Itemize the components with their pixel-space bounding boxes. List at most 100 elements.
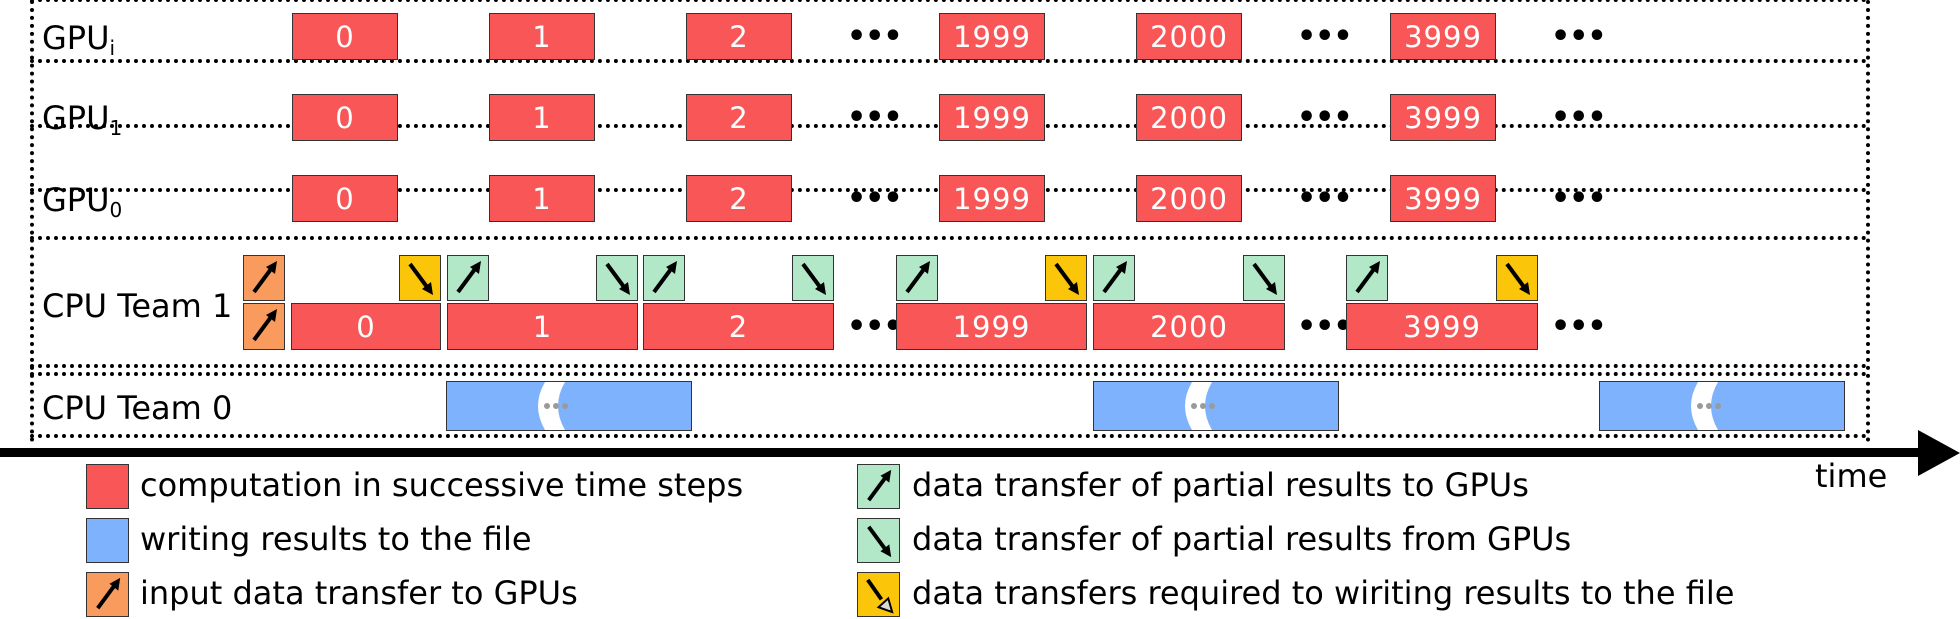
frame-right	[1866, 0, 1870, 442]
computation-step-1999: 1999	[939, 175, 1045, 222]
legend-swatch-from-gpus	[857, 518, 900, 563]
row-separator	[30, 0, 1868, 2]
computation-step-0: 0	[291, 303, 441, 350]
legend-swatch-computation	[86, 464, 129, 509]
time-axis-label: time	[1815, 457, 1888, 495]
computation-step-1: 1	[489, 175, 595, 222]
legend-label-computation: computation in successive time steps	[140, 466, 744, 504]
arrow-down-right-icon	[867, 525, 892, 558]
computation-step-0: 0	[292, 13, 398, 60]
legend-swatch-file-transfer	[857, 572, 900, 617]
ellipsis: •••	[1297, 309, 1353, 344]
row-separator	[30, 372, 1868, 376]
legend-swatch-writing	[86, 518, 129, 563]
file-write-bar	[1599, 381, 1845, 431]
computation-step-1: 1	[447, 303, 638, 350]
row-label-gpu-1: GPU1	[42, 99, 123, 140]
row-label-gpu-i: GPUi	[42, 19, 116, 60]
computation-step-2: 2	[686, 175, 792, 222]
file-write-bar	[1093, 381, 1339, 431]
to-gpus-transfer-box	[896, 255, 938, 301]
legend-label-file-transfer: data transfers required to wiriting resu…	[912, 574, 1735, 612]
ellipsis: •••	[1551, 181, 1607, 216]
file-write-bar	[446, 381, 692, 431]
row-separator	[30, 59, 1868, 63]
ellipsis: •••	[1297, 100, 1353, 135]
break-ellipsis-icon	[1691, 382, 1721, 430]
computation-step-1999: 1999	[939, 94, 1045, 141]
file-transfer-box	[1045, 255, 1087, 301]
legend-label-from-gpus: data transfer of partial results from GP…	[912, 520, 1572, 558]
computation-step-2000: 2000	[1136, 94, 1242, 141]
computation-step-2000: 2000	[1136, 13, 1242, 60]
computation-step-0: 0	[292, 175, 398, 222]
arrow-down-right-icon	[1054, 262, 1079, 295]
ellipsis: •••	[1551, 19, 1607, 54]
arrow-up-right-icon	[456, 261, 481, 294]
row-separator	[30, 236, 1868, 240]
ellipsis: •••	[847, 19, 903, 54]
to-gpus-transfer-box	[1093, 255, 1135, 301]
ellipsis: •••	[1551, 309, 1607, 344]
break-ellipsis-icon	[1185, 382, 1215, 430]
ellipsis: •••	[1551, 100, 1607, 135]
ellipsis: •••	[1297, 181, 1353, 216]
computation-step-0: 0	[292, 94, 398, 141]
file-transfer-box	[1496, 255, 1538, 301]
computation-step-3999: 3999	[1390, 13, 1496, 60]
to-gpus-transfer-box	[1346, 255, 1388, 301]
legend-label-writing: writing results to the file	[140, 520, 532, 558]
ellipsis: •••	[847, 181, 903, 216]
arrow-down-right-icon	[1252, 262, 1277, 295]
from-gpus-transfer-box	[1243, 255, 1285, 301]
to-gpus-transfer-box	[447, 255, 489, 301]
arrow-up-right-icon	[252, 261, 277, 294]
break-ellipsis-icon	[538, 382, 568, 430]
arrow-up-right-icon	[652, 261, 677, 294]
arrow-up-right-icon	[1355, 261, 1380, 294]
from-gpus-transfer-box	[792, 255, 834, 301]
arrow-up-right-icon	[867, 469, 892, 502]
row-separator	[30, 364, 1868, 368]
computation-step-2: 2	[643, 303, 834, 350]
legend-label-to-gpus: data transfer of partial results to GPUs	[912, 466, 1529, 504]
legend-swatch-to-gpus	[857, 464, 900, 509]
computation-step-1: 1	[489, 13, 595, 60]
ellipsis: •••	[847, 309, 903, 344]
computation-step-1999: 1999	[939, 13, 1045, 60]
arrow-down-right-icon	[605, 262, 630, 295]
legend-label-input-transfer: input data transfer to GPUs	[140, 574, 578, 612]
frame-left	[30, 0, 34, 442]
row-label-cpu-team-1: CPU Team 1	[42, 287, 233, 325]
arrow-up-right-icon	[96, 577, 121, 610]
input-transfer-box	[243, 255, 285, 301]
computation-step-3999: 3999	[1346, 303, 1538, 350]
computation-step-2: 2	[686, 13, 792, 60]
arrow-down-right-icon	[1505, 262, 1530, 295]
computation-step-2: 2	[686, 94, 792, 141]
time-axis-arrow	[0, 430, 1960, 476]
computation-step-3999: 3999	[1390, 94, 1496, 141]
arrow-down-right-icon	[801, 262, 826, 295]
arrow-down-right-icon	[408, 262, 433, 295]
ellipsis: •••	[1297, 19, 1353, 54]
computation-step-3999: 3999	[1390, 175, 1496, 222]
row-label-cpu-team-0: CPU Team 0	[42, 389, 233, 427]
computation-step-1999: 1999	[896, 303, 1087, 350]
row-label-gpu-0: GPU0	[42, 181, 123, 222]
file-transfer-box	[399, 255, 441, 301]
from-gpus-transfer-box	[596, 255, 638, 301]
arrow-up-right-icon	[1102, 261, 1127, 294]
row-separator	[30, 434, 1868, 438]
computation-step-2000: 2000	[1136, 175, 1242, 222]
legend-swatch-input-transfer	[86, 572, 129, 617]
input-transfer-box	[243, 303, 285, 350]
arrow-up-right-icon	[252, 309, 277, 342]
computation-step-1: 1	[489, 94, 595, 141]
to-gpus-transfer-box	[643, 255, 685, 301]
arrow-down-right-hollow-icon	[866, 578, 894, 614]
ellipsis: •••	[847, 100, 903, 135]
arrow-up-right-icon	[905, 261, 930, 294]
computation-step-2000: 2000	[1093, 303, 1285, 350]
